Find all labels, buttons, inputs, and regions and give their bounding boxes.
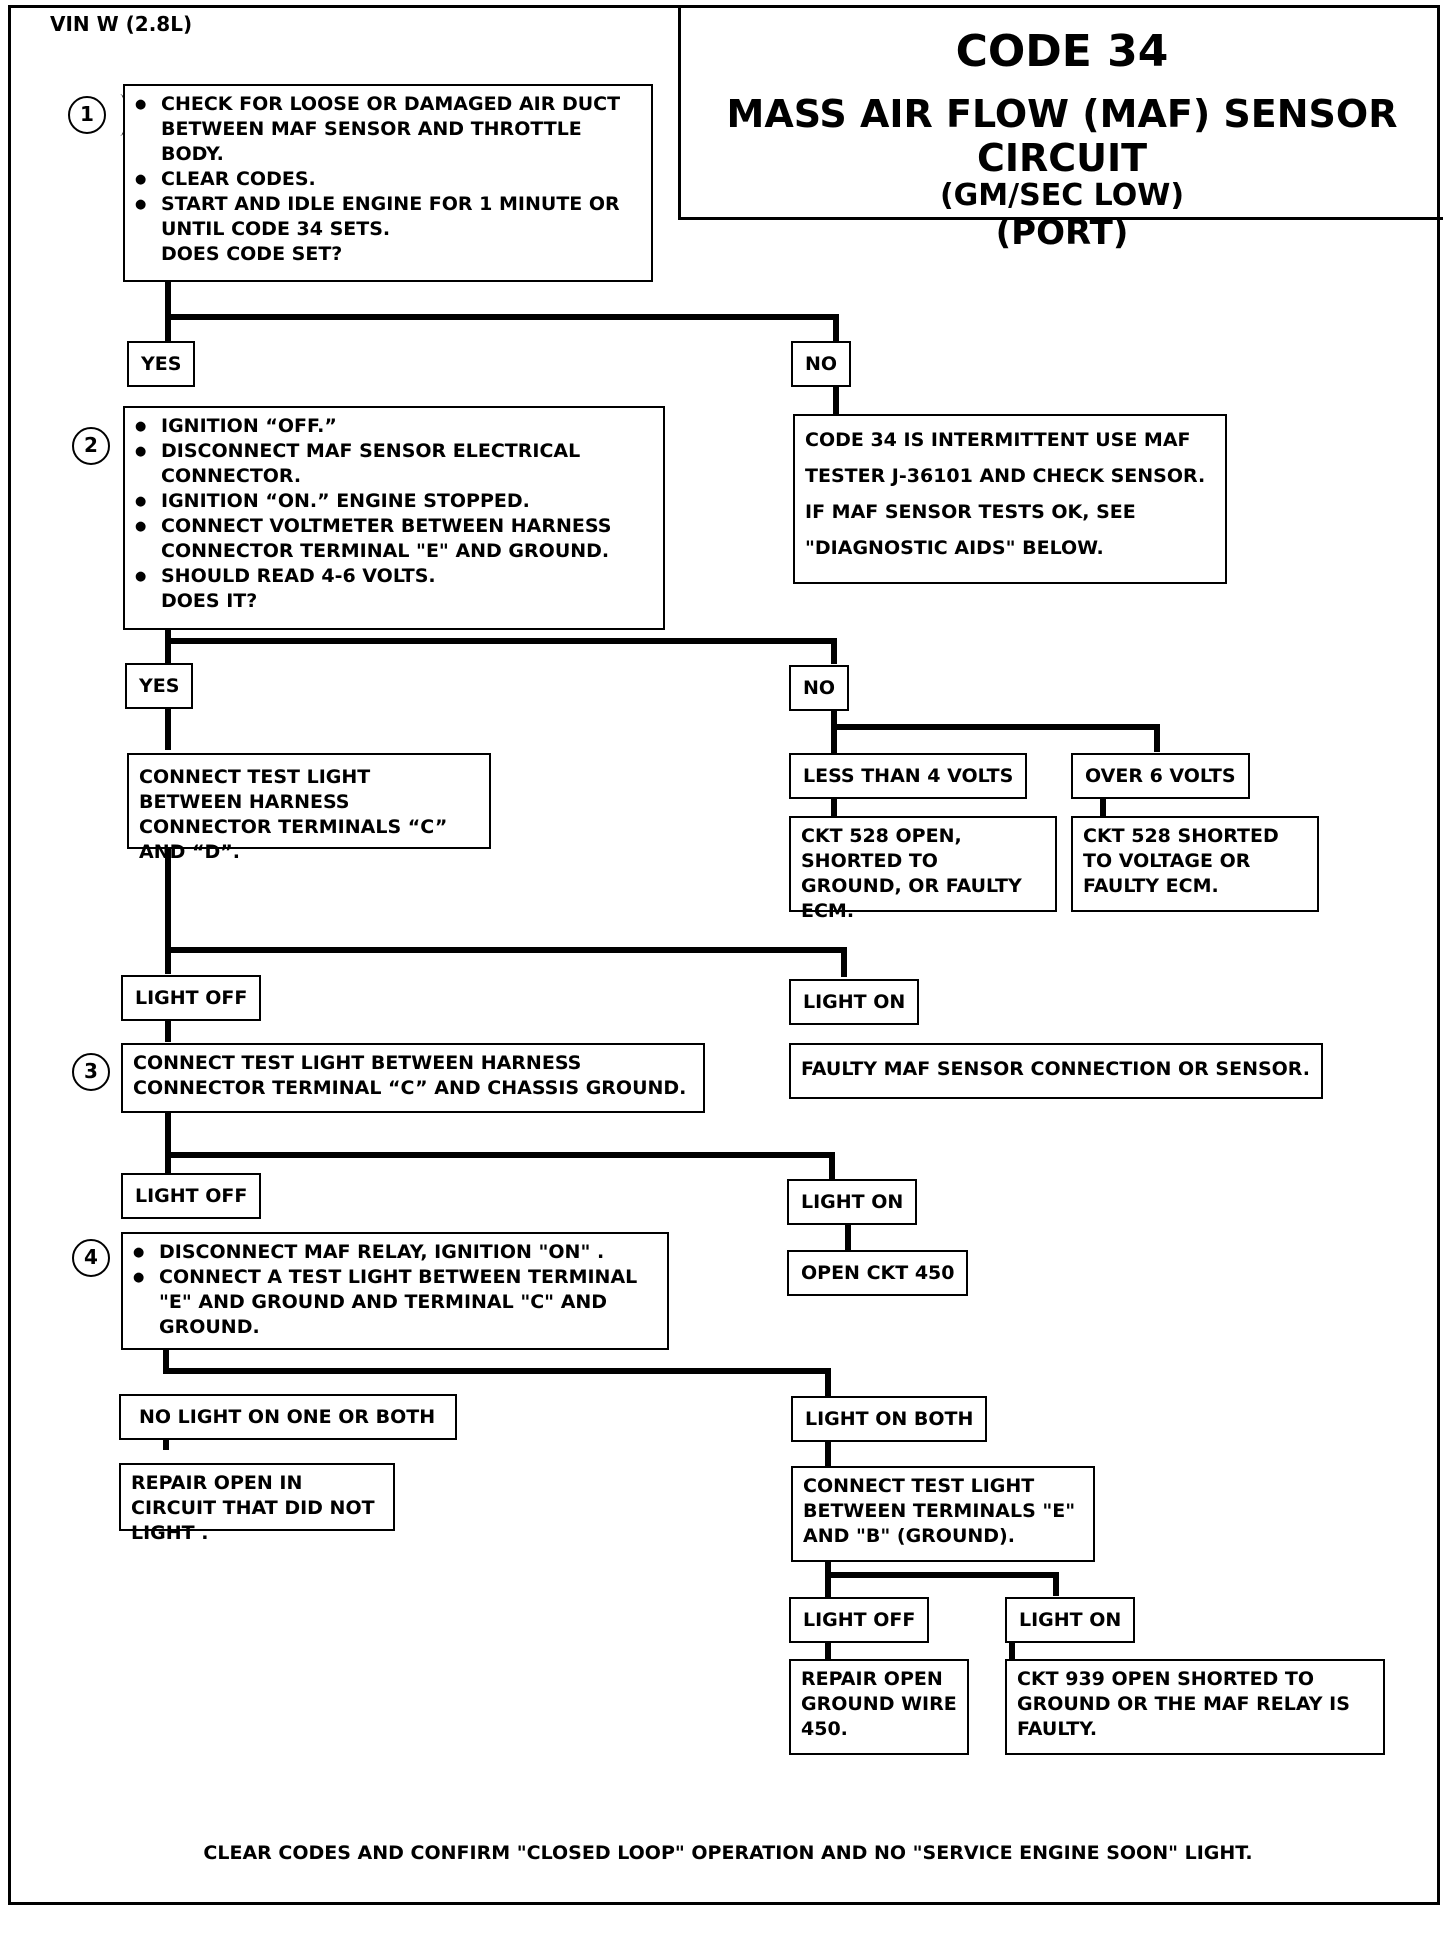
light-on-both-label: LIGHT ON BOTH <box>791 1396 988 1442</box>
connector-line <box>831 706 837 756</box>
connector-line <box>165 1368 831 1374</box>
list-item: CHECK FOR LOOSE OR DAMAGED AIR DUCT BETW… <box>135 92 641 167</box>
step-2-question: DOES IT? <box>161 590 258 612</box>
condition-subtitle: (GM/SEC LOW) <box>939 178 1185 213</box>
connector-line <box>165 704 171 750</box>
list-item: DISCONNECT MAF RELAY, IGNITION "ON" . <box>133 1240 657 1265</box>
step-1-question: DOES CODE SET? <box>161 243 343 265</box>
step-3-box: CONNECT TEST LIGHT BETWEEN HARNESS CONNE… <box>121 1043 705 1113</box>
connector-line <box>833 384 839 414</box>
less-than-4-volts-label: LESS THAN 4 VOLTS <box>789 753 1028 799</box>
list-item: DISCONNECT MAF SENSOR ELECTRICAL CONNECT… <box>135 439 653 489</box>
list-item: CONNECT VOLTMETER BETWEEN HARNESS CONNEC… <box>135 514 653 564</box>
list-item: SHOULD READ 4-6 VOLTS. <box>135 564 653 589</box>
connector-line <box>165 638 837 644</box>
step-marker-3: 3 <box>72 1051 131 1093</box>
connector-line <box>841 947 847 977</box>
step-4-box: DISCONNECT MAF RELAY, IGNITION "ON" . CO… <box>121 1232 669 1350</box>
connector-line <box>825 1560 831 1598</box>
intermittent-result-box: CODE 34 IS INTERMITTENT USE MAF TESTER J… <box>793 414 1227 584</box>
connector-line <box>165 1152 835 1158</box>
connector-line <box>831 724 1160 730</box>
result-line: CODE 34 IS INTERMITTENT USE MAF <box>805 429 1191 451</box>
ckt939-box: CKT 939 OPEN SHORTED TO GROUND OR THE MA… <box>1005 1659 1385 1755</box>
yes-label: YES <box>125 663 194 709</box>
connector-line <box>165 276 171 342</box>
connector-line <box>165 626 171 666</box>
connector-line <box>1100 798 1106 816</box>
light-on-label: LIGHT ON <box>789 979 920 1025</box>
connector-line <box>165 1020 171 1042</box>
connector-line <box>163 1340 169 1374</box>
step-2-list: IGNITION “OFF.” DISCONNECT MAF SENSOR EL… <box>135 414 653 589</box>
title-block: CODE 34 MASS AIR FLOW (MAF) SENSOR CIRCU… <box>678 6 1443 253</box>
circuit-title: MASS AIR FLOW (MAF) SENSOR CIRCUIT <box>726 92 1398 180</box>
page-border <box>8 5 1440 1905</box>
connector-line <box>825 1368 831 1398</box>
step-number: 2 <box>84 433 98 457</box>
ckt528-open-box: CKT 528 OPEN, SHORTED TO GROUND, OR FAUL… <box>789 816 1057 922</box>
list-item: IGNITION “OFF.” <box>135 414 653 439</box>
connector-line <box>165 947 847 953</box>
connect-eb-box: CONNECT TEST LIGHT BETWEEN TERMINALS "E"… <box>791 1466 1095 1562</box>
connector-line <box>165 848 171 974</box>
connector-line <box>1154 724 1160 752</box>
step-marker-1: 1 <box>68 94 127 136</box>
step-number: 4 <box>84 1245 98 1269</box>
connector-line <box>831 638 837 664</box>
list-item: IGNITION “ON.” ENGINE STOPPED. <box>135 489 653 514</box>
yes-label: YES <box>127 341 196 387</box>
list-item: START AND IDLE ENGINE FOR 1 MINUTE OR UN… <box>135 192 641 242</box>
step-marker-4: 4 <box>72 1237 131 1279</box>
result-line: TESTER J-36101 AND CHECK SENSOR. <box>805 465 1206 487</box>
result-line: IF MAF SENSOR TESTS OK, SEE <box>805 501 1136 523</box>
connect-cd-box: CONNECT TEST LIGHT BETWEEN HARNESS CONNE… <box>127 753 491 863</box>
step-number: 1 <box>80 102 94 126</box>
connector-line <box>825 1440 831 1466</box>
repair-open-circuit-box: REPAIR OPEN IN CIRCUIT THAT DID NOT LIGH… <box>119 1463 395 1544</box>
step-1-box: CHECK FOR LOOSE OR DAMAGED AIR DUCT BETW… <box>123 84 653 282</box>
faulty-maf-box: FAULTY MAF SENSOR CONNECTION OR SENSOR. <box>789 1043 1323 1099</box>
light-off-label: LIGHT OFF <box>121 1173 262 1219</box>
open-ckt450-box: OPEN CKT 450 <box>787 1250 969 1296</box>
connector-line <box>825 1640 831 1660</box>
list-item: CLEAR CODES. <box>135 167 641 192</box>
step-4-list: DISCONNECT MAF RELAY, IGNITION "ON" . CO… <box>133 1240 657 1340</box>
connector-line <box>829 1152 835 1180</box>
light-on-label: LIGHT ON <box>787 1179 918 1225</box>
connector-line <box>825 1572 1059 1578</box>
light-off-label: LIGHT OFF <box>789 1597 930 1643</box>
light-on-label: LIGHT ON <box>1005 1597 1136 1643</box>
ckt528-short-box: CKT 528 SHORTED TO VOLTAGE OR FAULTY ECM… <box>1071 816 1319 912</box>
light-off-label: LIGHT OFF <box>121 975 262 1021</box>
connector-line <box>845 1224 851 1252</box>
step-marker-2: 2 <box>72 425 131 467</box>
step-1-list: CHECK FOR LOOSE OR DAMAGED AIR DUCT BETW… <box>135 92 641 242</box>
result-line: "DIAGNOSTIC AIDS" BELOW. <box>805 537 1104 559</box>
no-label: NO <box>789 665 850 711</box>
over-6-volts-label: OVER 6 VOLTS <box>1071 753 1250 799</box>
step-2-box: IGNITION “OFF.” DISCONNECT MAF SENSOR EL… <box>123 406 665 630</box>
vin-label: VIN W (2.8L) <box>50 12 193 36</box>
code-title: CODE 34 <box>955 26 1169 77</box>
no-label: NO <box>791 341 852 387</box>
connector-line <box>1009 1640 1015 1660</box>
step-number: 3 <box>84 1059 98 1083</box>
no-light-label: NO LIGHT ON ONE OR BOTH <box>119 1394 458 1440</box>
connector-line <box>1053 1572 1059 1596</box>
connector-line <box>831 798 837 816</box>
list-item: CONNECT A TEST LIGHT BETWEEN TERMINAL "E… <box>133 1265 657 1340</box>
connector-line <box>833 314 839 348</box>
footer-instruction: CLEAR CODES AND CONFIRM "CLOSED LOOP" OP… <box>203 1842 1253 1864</box>
repair-ground-wire-box: REPAIR OPEN GROUND WIRE 450. <box>789 1659 969 1755</box>
connector-line <box>165 314 839 320</box>
system-subtitle: (PORT) <box>995 213 1129 253</box>
connector-line <box>165 1110 171 1182</box>
